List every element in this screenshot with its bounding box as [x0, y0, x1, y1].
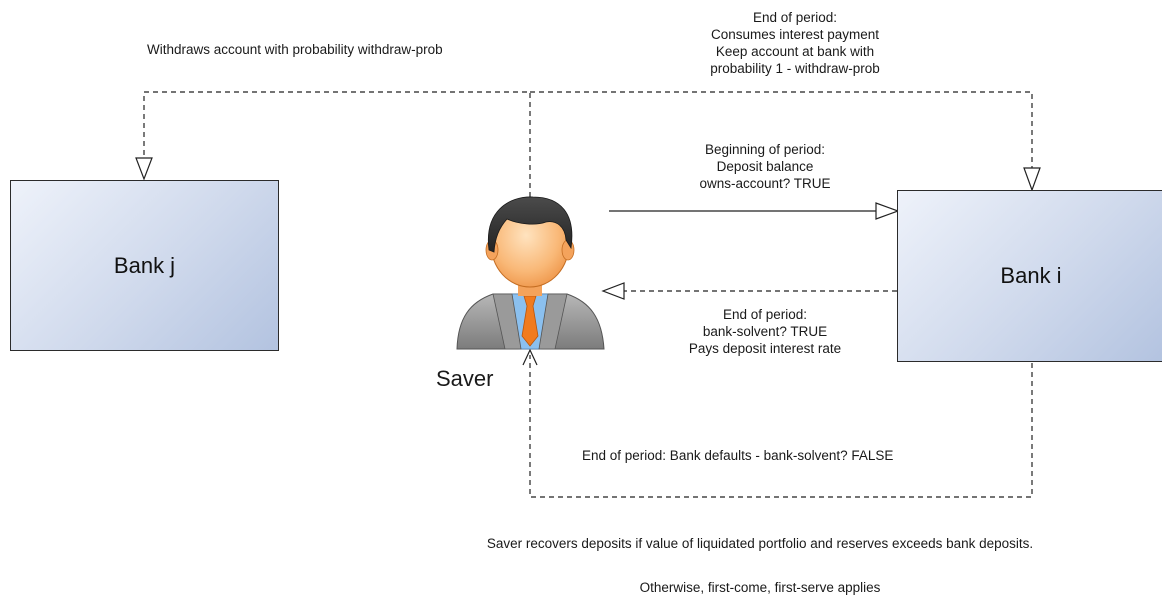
end-period-mid-line-1: End of period: — [722, 307, 808, 322]
left-lapel-shape — [492, 293, 522, 350]
end-period-top-line-2: Consumes interest payment — [710, 27, 880, 42]
person-avatar-icon — [456, 196, 605, 350]
keep-connector-line — [530, 91, 1033, 168]
arrowhead-to-bank-j — [135, 157, 153, 181]
hair-shape — [487, 196, 573, 253]
recovery-label: Saver recovers deposits if value of liqu… — [486, 536, 1034, 551]
arrowhead-interest — [601, 282, 625, 300]
withdraw-label: Withdraws account with probability withd… — [147, 42, 443, 57]
beginning-line-3: owns-account? TRUE — [699, 176, 831, 191]
default-connector-line — [529, 355, 1033, 498]
right-lapel-shape — [538, 293, 568, 350]
end-period-top-line-1: End of period: — [752, 10, 838, 25]
end-period-top-line-4: probability 1 - withdraw-prob — [710, 61, 880, 76]
end-period-top-label: End of period: Consumes interest payment… — [640, 9, 950, 77]
saver-label: Saver — [436, 366, 494, 391]
end-period-mid-label: End of period: bank-solvent? TRUE Pays d… — [630, 306, 900, 357]
bank-i-node[interactable]: Bank i — [897, 190, 1162, 362]
beginning-period-label: Beginning of period: Deposit balance own… — [625, 141, 905, 192]
withdraw-keep-connector — [143, 91, 1033, 197]
fcfs-label: Otherwise, first-come, first-serve appli… — [639, 580, 881, 595]
end-period-mid-line-3: Pays deposit interest rate — [688, 341, 842, 356]
beginning-line-2: Deposit balance — [716, 159, 814, 174]
default-label: End of period: Bank defaults - bank-solv… — [582, 448, 894, 463]
tie-shape — [521, 295, 539, 347]
arrowhead-deposit — [875, 202, 900, 220]
end-period-top-line-3: Keep account at bank with — [715, 44, 875, 59]
bank-i-label: Bank i — [1000, 263, 1062, 288]
arrowhead-to-bank-i-top — [1023, 167, 1041, 192]
bank-j-node[interactable]: Bank j — [10, 180, 279, 351]
arrowhead-default — [522, 348, 538, 366]
bank-j-label: Bank j — [113, 252, 176, 278]
beginning-line-1: Beginning of period: — [704, 142, 826, 157]
end-period-mid-line-2: bank-solvent? TRUE — [702, 324, 828, 339]
withdraw-connector-line — [143, 91, 531, 197]
